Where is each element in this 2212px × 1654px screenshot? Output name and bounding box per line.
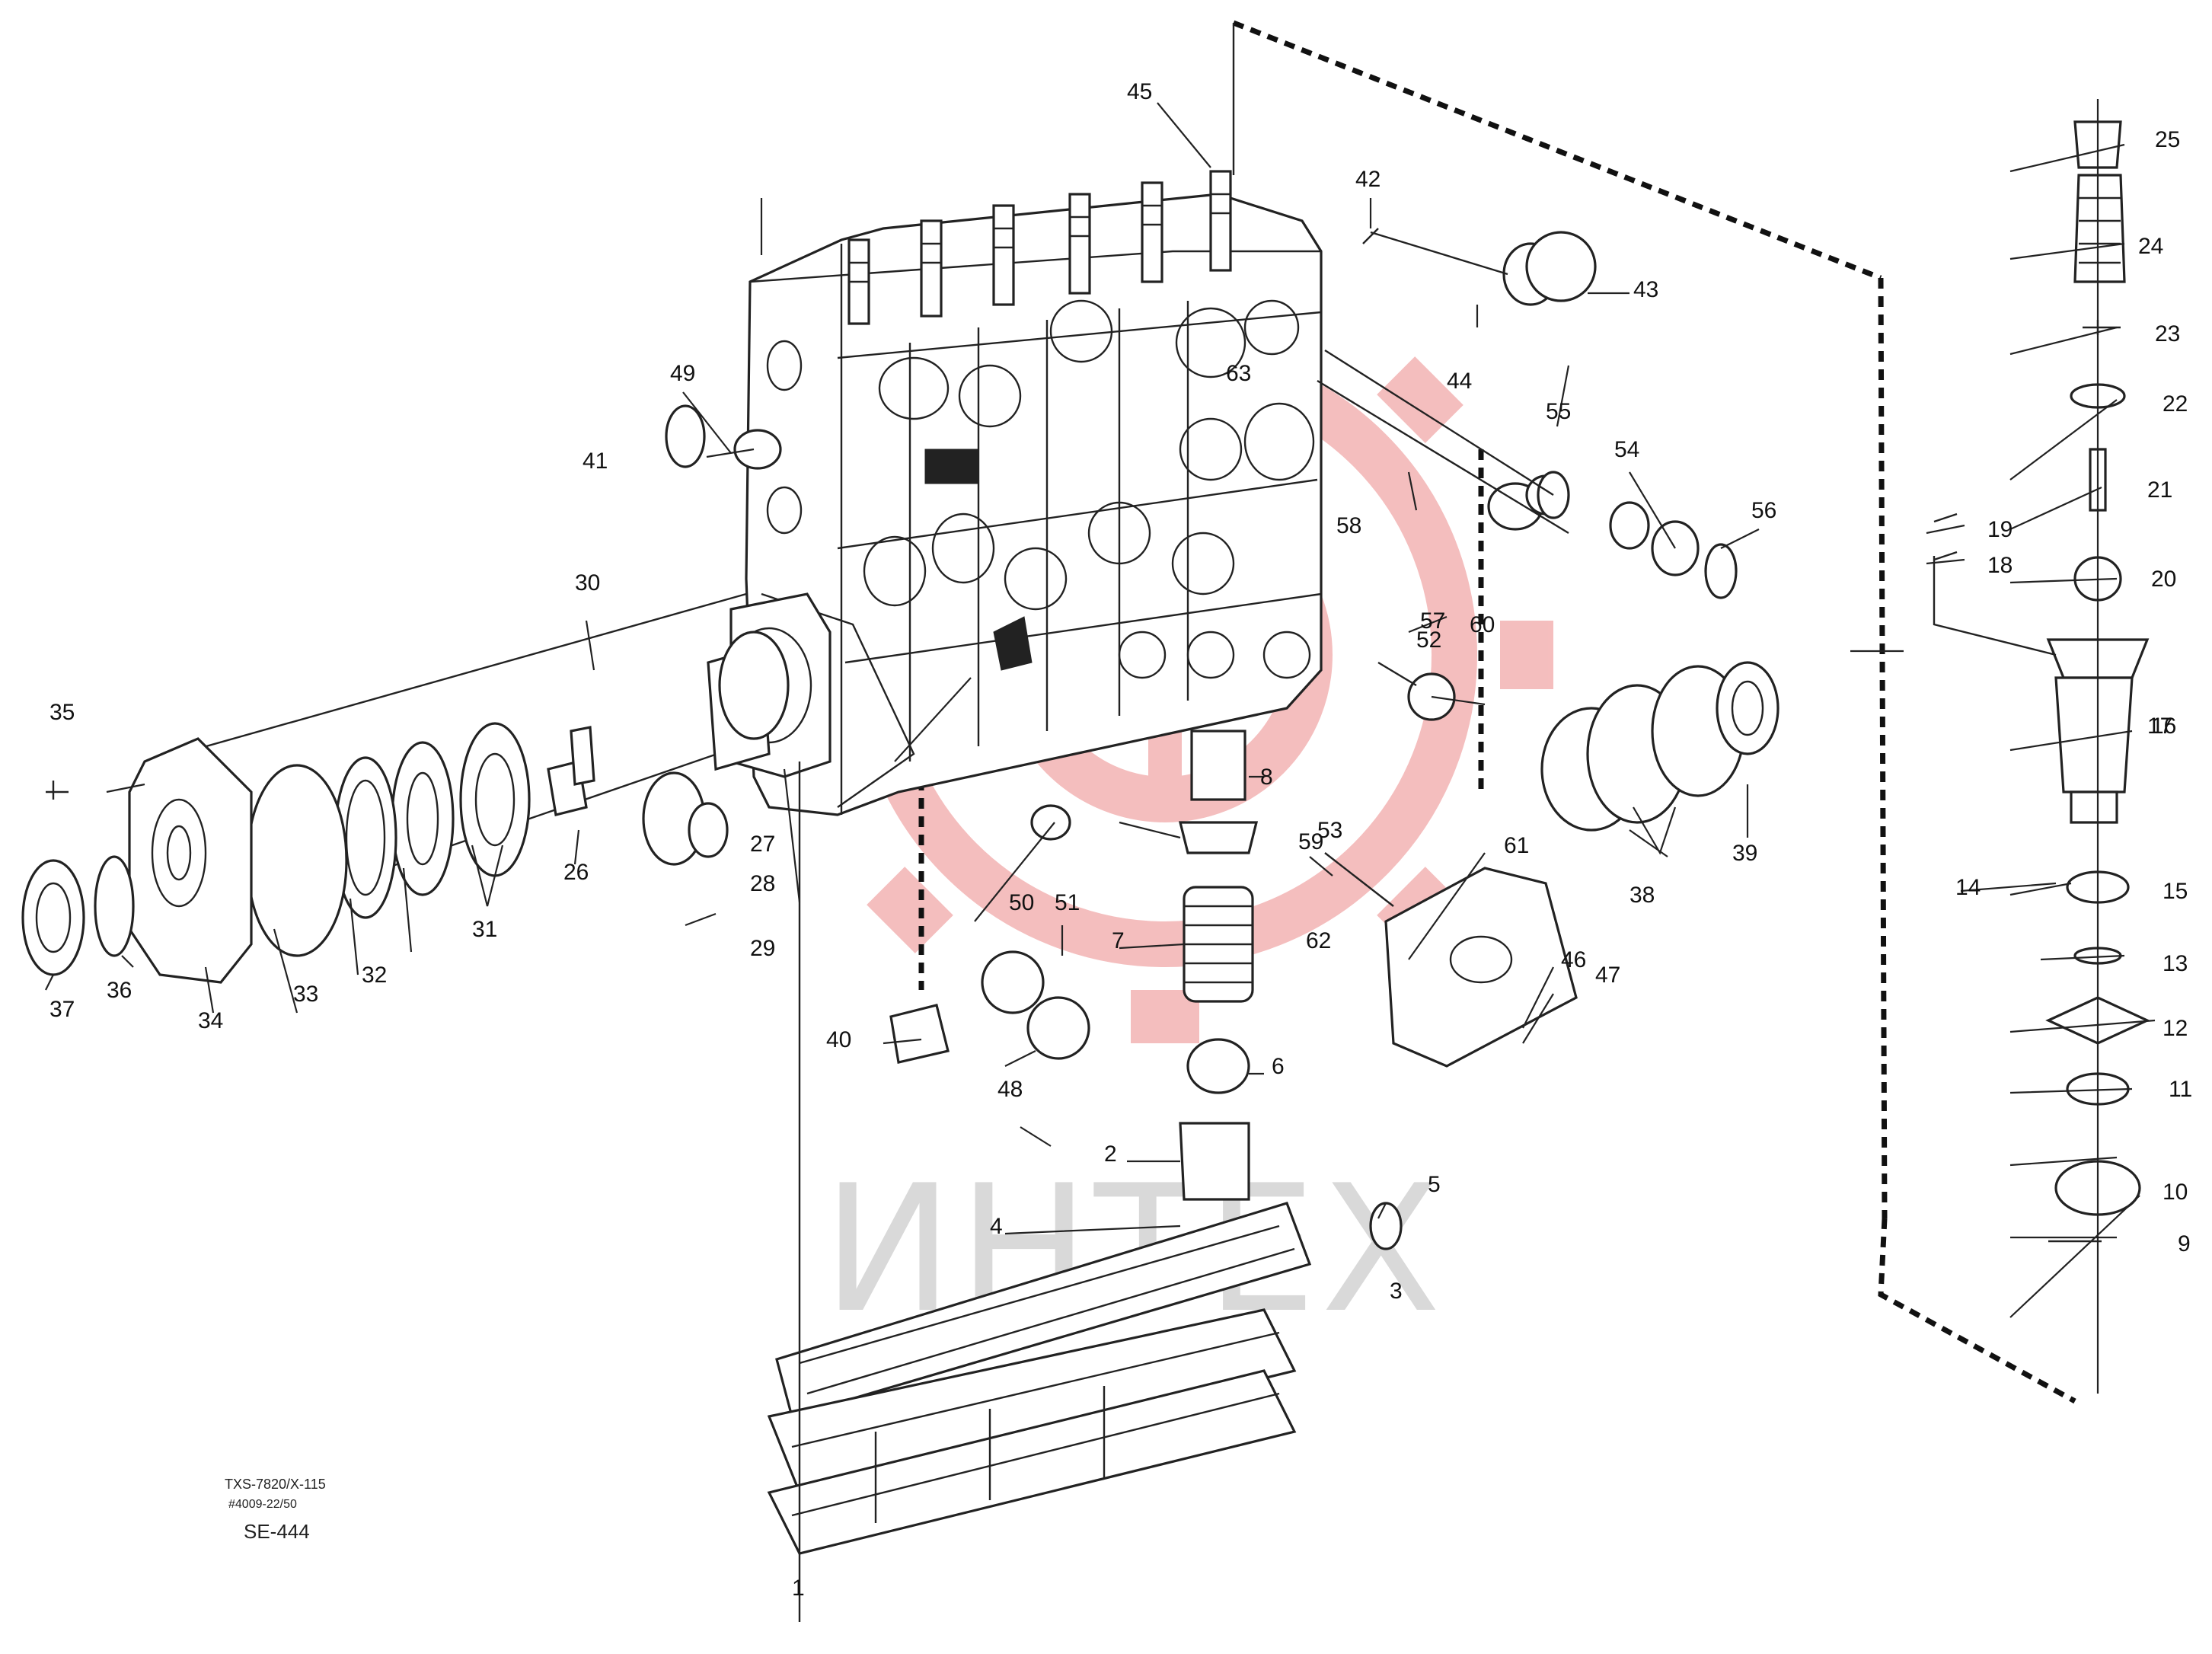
callout-59: 59 xyxy=(1298,829,1323,854)
callout-24: 24 xyxy=(2138,234,2163,259)
callout-20: 20 xyxy=(2151,567,2176,592)
callout-5: 5 xyxy=(1428,1172,1441,1197)
callout-44: 44 xyxy=(1447,369,1472,394)
callout-25: 25 xyxy=(2155,127,2180,152)
callout-41: 41 xyxy=(583,449,608,474)
reference-subcaption: #4009-22/50 xyxy=(228,1498,297,1511)
callout-49: 49 xyxy=(670,361,695,386)
callout-7: 7 xyxy=(1112,928,1125,953)
callout-27: 27 xyxy=(750,832,775,857)
callout-61: 61 xyxy=(1504,833,1529,858)
callout-26: 26 xyxy=(563,860,589,885)
callout-50: 50 xyxy=(1009,890,1034,915)
callout-30: 30 xyxy=(575,570,600,596)
callout-22: 22 xyxy=(2163,391,2188,417)
callout-33: 33 xyxy=(293,982,318,1007)
callout-17: 17 xyxy=(2147,714,2172,739)
callout-14: 14 xyxy=(1955,875,1981,900)
delivery-valve-stack xyxy=(1933,99,2150,1394)
callout-53: 53 xyxy=(1317,818,1342,843)
callout-4: 4 xyxy=(990,1214,1003,1239)
callout-31: 31 xyxy=(472,917,497,942)
callout-13: 13 xyxy=(2163,951,2188,976)
callout-3: 3 xyxy=(1390,1279,1403,1304)
callout-45: 45 xyxy=(1127,79,1152,104)
reference-block: TXS-7820/X-115 #4009-22/50 SE-444 xyxy=(225,1477,326,1543)
reference-caption: TXS-7820/X-115 xyxy=(225,1477,326,1492)
callout-19: 19 xyxy=(1987,517,2013,542)
callout-numbers: 1 2 3 4 5 6 7 8 9 10 11 12 13 14 15 16 1… xyxy=(49,79,2192,1601)
callout-48: 48 xyxy=(997,1077,1023,1102)
callout-63: 63 xyxy=(1226,361,1251,386)
callout-10: 10 xyxy=(2163,1180,2188,1205)
camshaft-assembly xyxy=(21,592,790,984)
callout-8: 8 xyxy=(1260,765,1273,790)
callout-9: 9 xyxy=(2178,1231,2191,1256)
callout-23: 23 xyxy=(2155,321,2180,346)
callout-40: 40 xyxy=(826,1027,851,1052)
callout-18: 18 xyxy=(1987,553,2013,578)
callout-37: 37 xyxy=(49,997,75,1022)
callout-46: 46 xyxy=(1561,947,1586,972)
callout-54: 54 xyxy=(1614,437,1639,462)
callout-21: 21 xyxy=(2147,477,2172,503)
callout-1: 1 xyxy=(792,1576,805,1601)
callout-16: 16 xyxy=(2151,714,2176,739)
callout-15: 15 xyxy=(2163,879,2188,904)
assembly-dashed-lines xyxy=(918,20,2076,1404)
callout-42: 42 xyxy=(1355,167,1381,192)
callout-43: 43 xyxy=(1633,277,1658,302)
callout-62: 62 xyxy=(1306,928,1331,953)
callout-leaders xyxy=(45,102,2156,1318)
callout-56: 56 xyxy=(1751,498,1776,523)
reference-code: SE-444 xyxy=(244,1520,310,1543)
callout-60: 60 xyxy=(1470,612,1495,637)
callout-52: 52 xyxy=(1416,627,1441,653)
callout-2: 2 xyxy=(1104,1142,1117,1167)
callout-47: 47 xyxy=(1595,963,1620,988)
callout-11: 11 xyxy=(2169,1077,2192,1102)
callout-12: 12 xyxy=(2163,1016,2188,1041)
callout-39: 39 xyxy=(1732,841,1757,866)
callout-51: 51 xyxy=(1055,890,1080,915)
callout-28: 28 xyxy=(750,871,775,896)
callout-35: 35 xyxy=(49,700,75,725)
callout-34: 34 xyxy=(198,1008,223,1033)
callout-32: 32 xyxy=(362,963,387,988)
callout-58: 58 xyxy=(1336,513,1361,538)
callout-38: 38 xyxy=(1629,883,1655,908)
pump-housing xyxy=(726,170,1323,816)
callout-6: 6 xyxy=(1272,1054,1285,1079)
callout-29: 29 xyxy=(750,936,775,961)
callout-36: 36 xyxy=(107,978,132,1003)
callout-55: 55 xyxy=(1546,399,1571,424)
callout-57: 57 xyxy=(1420,608,1445,634)
